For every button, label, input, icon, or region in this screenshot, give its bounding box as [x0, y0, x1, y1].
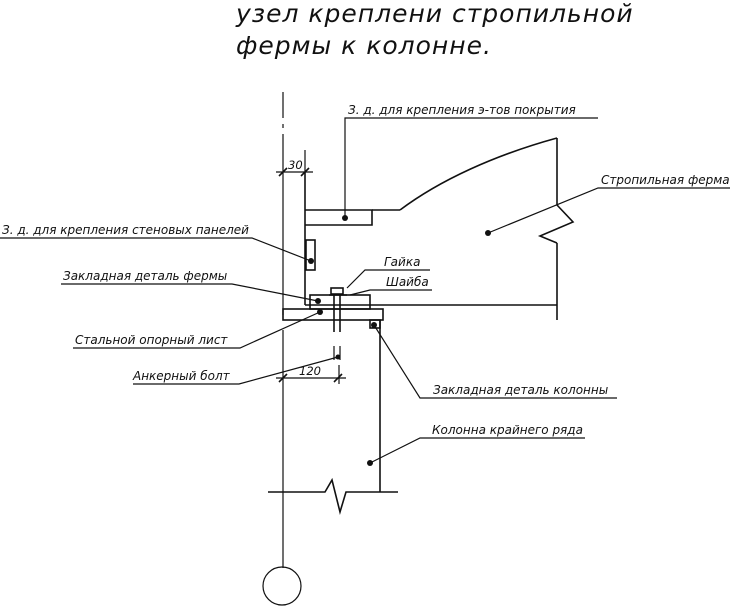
label-washer: Шайба: [386, 275, 429, 289]
column-outline: [268, 320, 398, 516]
dimension-30: 30: [276, 150, 313, 177]
leader-lines: [0, 117, 730, 464]
label-wall-panel-embed: З. д. для крепления стеновых панелей: [2, 223, 249, 237]
axis-marker-circle: [262, 566, 302, 606]
dimension-30-text: 30: [288, 158, 303, 172]
label-anchor-bolt: Анкерный болт: [132, 369, 231, 383]
label-roof-embed: З. д. для крепления э-тов покрытия: [348, 103, 576, 117]
steel-support-plate: [282, 308, 384, 321]
label-nut: Гайка: [384, 255, 420, 269]
label-support-plate: Стальной опорный лист: [75, 333, 228, 347]
dimension-120: 120: [276, 364, 346, 384]
wall-panel-embed-plate: [305, 239, 316, 271]
label-column: Колонна крайнего ряда: [432, 423, 583, 437]
label-column-embed: Закладная деталь колонны: [433, 383, 608, 397]
anchor-bolt: [333, 294, 341, 360]
title-line-2: фермы к колонне.: [236, 31, 492, 60]
nut: [330, 287, 344, 295]
title-line-1: узел креплени стропильной: [235, 0, 634, 28]
column-axis: [262, 92, 302, 606]
label-truss-embed: Закладная деталь фермы: [63, 269, 227, 283]
label-truss: Стропильная ферма: [601, 173, 730, 187]
dimension-120-text: 120: [299, 364, 321, 378]
